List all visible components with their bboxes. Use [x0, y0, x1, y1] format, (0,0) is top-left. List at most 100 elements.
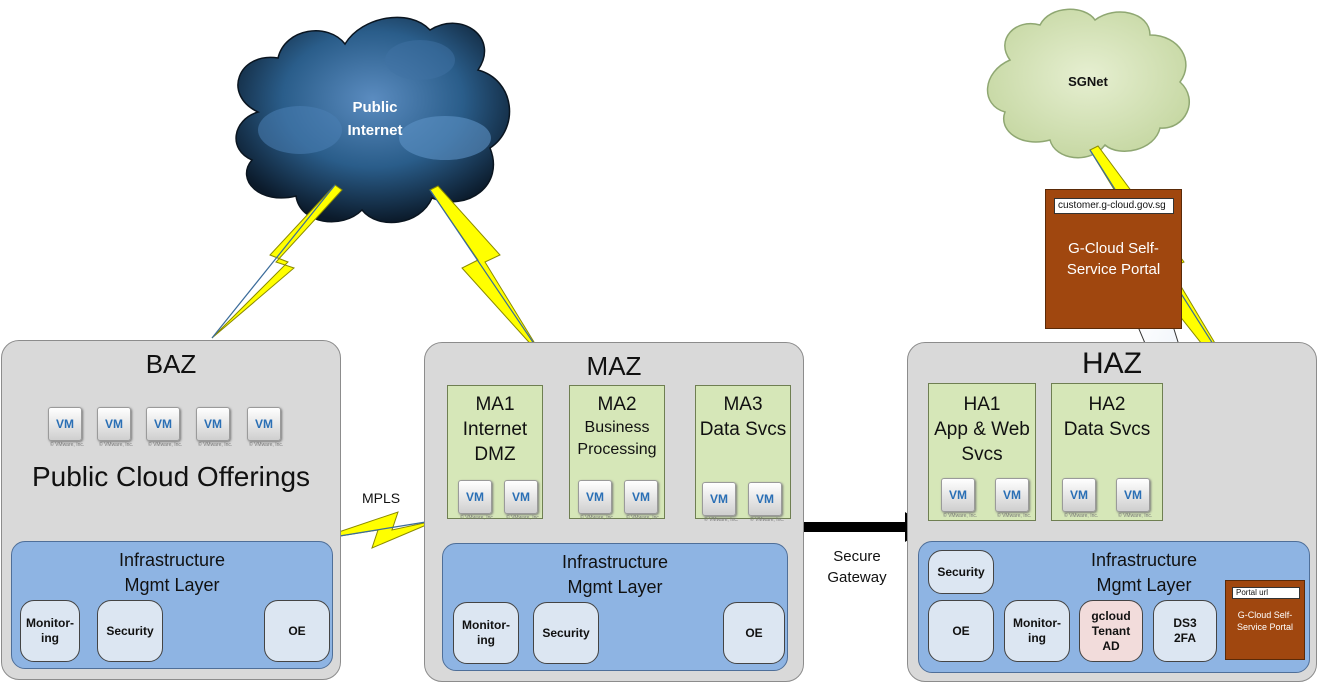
subzone-label-line1: HA2	[1088, 394, 1126, 415]
service-monitoring[interactable]: Monitor-ing	[453, 602, 519, 664]
service-monitoring-line2: ing	[476, 633, 495, 647]
portal-title-line2: Service Portal	[1066, 261, 1161, 278]
vm-icon-label: VM	[1070, 488, 1088, 502]
vm-vendor-text: © VMware, Inc.	[506, 515, 541, 521]
service-security[interactable]: Security	[97, 600, 163, 662]
service-security-label: Security	[937, 564, 985, 579]
service-monitoring-line2: ing	[40, 631, 59, 645]
vm-icon: VM © VMware, Inc.	[48, 407, 84, 448]
subzone-label-line2: Business	[584, 419, 650, 436]
baz-infra-layer: Infrastructure Mgmt Layer Monitor-ing Se…	[11, 541, 333, 669]
vm-vendor-text: © VMware, Inc.	[580, 515, 615, 521]
portal-title-line1: G-Cloud Self-	[1068, 240, 1159, 257]
vm-icon-label: VM	[632, 490, 650, 504]
vm-icon: VM © VMware, Inc.	[702, 482, 738, 523]
subzone-label-line2: App & Web	[934, 419, 1030, 440]
public-internet-label-line2: Internet	[347, 122, 403, 139]
infra-title: Infrastructure Mgmt Layer	[949, 548, 1317, 598]
service-monitoring[interactable]: Monitor-ing	[1004, 600, 1070, 662]
subzone-label: MA2 Business Processing	[570, 386, 664, 461]
vm-icon-label: VM	[1003, 488, 1021, 502]
infra-title-line2: Mgmt Layer	[1096, 575, 1192, 595]
infra-title-line2: Mgmt Layer	[567, 577, 663, 597]
subzone-ma1: MA1 Internet DMZ VM © VMware, Inc. VM © VM…	[447, 385, 543, 521]
service-oe[interactable]: OE	[928, 600, 994, 662]
public-internet-cloud	[235, 16, 511, 224]
vm-vendor-text: © VMware, Inc.	[704, 517, 739, 523]
portal-mini-title-line1: G-Cloud Self-	[1237, 610, 1293, 620]
service-oe-label: OE	[288, 623, 306, 638]
vm-icon-label: VM	[154, 417, 172, 431]
service-security[interactable]: Security	[928, 550, 994, 594]
service-monitoring-line1: Monitor-	[1013, 616, 1061, 630]
portal-url-field[interactable]: customer.g-cloud.gov.sg	[1054, 198, 1174, 214]
vm-icon: VM© VMware, Inc.	[1116, 478, 1152, 519]
sgnet-cloud	[986, 8, 1190, 159]
vm-icon: VM © VMware, Inc.	[146, 407, 182, 448]
vm-icon: VM © VMware, Inc.	[578, 480, 614, 521]
sgnet-label: SGNet	[1068, 74, 1108, 89]
service-security[interactable]: Security	[533, 602, 599, 664]
baz-title: BAZ	[145, 349, 197, 379]
public-internet-label-line1: Public	[352, 99, 398, 116]
vm-vendor-text: © VMware, Inc.	[249, 442, 284, 448]
secure-gateway-line1: Secure	[833, 548, 881, 565]
vm-vendor-text: © VMware, Inc.	[1118, 513, 1153, 519]
service-oe[interactable]: OE	[264, 600, 330, 662]
vm-icon-label: VM	[586, 490, 604, 504]
vm-vendor-text: © VMware, Inc.	[750, 517, 785, 523]
subzone-label-line1: MA3	[723, 394, 763, 415]
service-2fa-line1: DS3	[1173, 616, 1197, 630]
baz-zone: BAZ VM © VMware, Inc. VM © VMware, Inc. VM…	[1, 340, 341, 680]
vm-icon: VM © VMware, Inc.	[504, 480, 540, 521]
vm-icon: VM © VMware, Inc.	[624, 480, 660, 521]
portal-url-field[interactable]: Portal url	[1232, 587, 1300, 599]
subzone-ha2: HA2 Data Svcs VM© VMware, Inc. VM© VMwar…	[1051, 383, 1163, 521]
secure-gateway-line2: Gateway	[827, 569, 887, 586]
service-security-label: Security	[542, 625, 590, 640]
subzone-label-line2: Data Svcs	[699, 419, 787, 440]
subzone-ma3: MA3 Data Svcs VM© VMware, Inc. VM© VMwar…	[695, 385, 791, 523]
vm-vendor-text: © VMware, Inc.	[626, 515, 661, 521]
vm-icon: VM© VMware, Inc.	[748, 482, 784, 523]
vm-icon-label: VM	[204, 417, 222, 431]
vm-vendor-text: © VMware, Inc.	[50, 442, 85, 448]
subzone-ma2: MA2 Business Processing VM © VMware, Inc.…	[569, 385, 665, 521]
vm-vendor-text: © VMware, Inc.	[99, 442, 134, 448]
portal-mini-title-line2: Service Portal	[1236, 622, 1294, 632]
infra-title: Infrastructure Mgmt Layer	[12, 548, 332, 598]
subzone-label-line1: HA1	[963, 394, 1001, 415]
service-tenant-line2: Tenant	[1091, 623, 1131, 638]
vm-icon: VM © VMware, Inc.	[995, 478, 1031, 519]
subzone-label: HA1 App & Web Svcs	[929, 384, 1035, 467]
service-oe-label: OE	[952, 623, 970, 638]
service-monitoring-line1: Monitor-	[462, 618, 510, 632]
infra-title-line1: Infrastructure	[561, 552, 669, 572]
vm-icon-label: VM	[56, 417, 74, 431]
infra-title-line2: Mgmt Layer	[124, 575, 220, 595]
vm-icon-label: VM	[512, 490, 530, 504]
vm-vendor-text: © VMware, Inc.	[997, 513, 1032, 519]
haz-title: HAZ	[1082, 347, 1142, 380]
vm-icon-label: VM	[710, 492, 728, 506]
subzone-label: MA1 Internet DMZ	[448, 386, 542, 467]
vm-vendor-text: © VMware, Inc.	[460, 515, 495, 521]
vm-icon-label: VM	[105, 417, 123, 431]
haz-zone: HAZ HA1 App & Web Svcs VM© VMware, Inc. …	[907, 342, 1317, 682]
subzone-label: MA3 Data Svcs	[696, 386, 790, 442]
vm-vendor-text: © VMware, Inc.	[943, 513, 978, 519]
service-oe[interactable]: OE	[723, 602, 785, 664]
vm-vendor-text: © VMware, Inc.	[198, 442, 233, 448]
subzone-label-line2: Data Svcs	[1063, 419, 1151, 440]
secure-gateway-label: Secure Gateway	[812, 546, 902, 588]
service-oe-label: OE	[745, 625, 763, 640]
subzone-label: HA2 Data Svcs	[1052, 384, 1162, 442]
service-monitoring[interactable]: Monitor-ing	[20, 600, 80, 662]
subzone-label-line3: Svcs	[961, 444, 1003, 465]
vm-icon: VM© VMware, Inc.	[941, 478, 977, 519]
service-monitoring-line1: Monitor-	[26, 616, 74, 630]
subzone-ha1: HA1 App & Web Svcs VM© VMware, Inc. VM© …	[928, 383, 1036, 521]
vm-vendor-text: © VMware, Inc.	[148, 442, 183, 448]
